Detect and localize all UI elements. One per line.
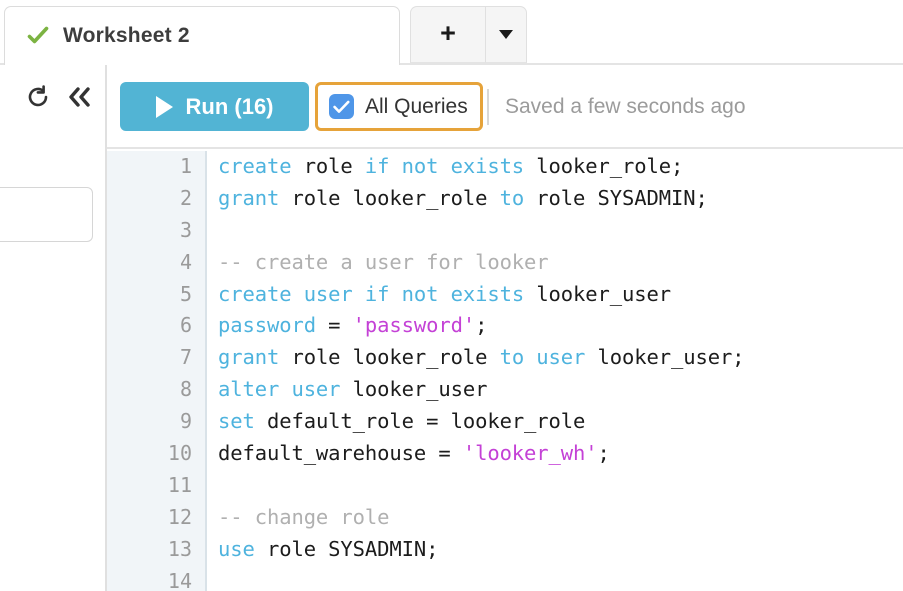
code-token: if not exists	[364, 281, 525, 306]
code-token: if not exists	[364, 154, 525, 178]
line-number: 3	[179, 217, 192, 242]
code-token: default_role = looker_role	[254, 409, 586, 434]
code-token: alter user	[218, 377, 341, 402]
toolbar-divider	[487, 89, 489, 125]
code-token: 'password'	[352, 313, 476, 338]
rail-divider	[105, 62, 107, 591]
code-token: create user	[218, 281, 353, 306]
refresh-icon[interactable]	[26, 85, 50, 109]
code-line[interactable]: use role SYSADMIN;	[209, 534, 903, 566]
code-token: 'looker_wh'	[462, 441, 598, 466]
line-number: 11	[167, 472, 192, 497]
code-token: use	[218, 536, 255, 561]
left-rail-actions	[0, 79, 105, 115]
code-token: looker_user;	[585, 345, 745, 370]
all-queries-label: All Queries	[365, 94, 468, 118]
code-token: grant	[218, 185, 280, 210]
code-token: password	[218, 313, 316, 338]
tab-title: Worksheet 2	[63, 24, 190, 47]
saved-status-text: Saved a few seconds ago	[505, 95, 746, 118]
tab-worksheet-2[interactable]: Worksheet 2	[4, 6, 400, 65]
check-icon	[27, 25, 49, 47]
code-line[interactable]: default_warehouse = 'looker_wh';	[209, 438, 903, 470]
line-number: 5	[179, 281, 192, 306]
code-line[interactable]: -- create a user for looker	[209, 247, 903, 279]
run-button[interactable]: Run (16)	[120, 82, 309, 131]
code-line[interactable]: create role if not exists looker_role;	[209, 151, 903, 183]
code-line[interactable]: alter user looker_user	[209, 374, 903, 406]
tab-strip-baseline	[0, 63, 903, 65]
tab-strip: Worksheet 2 +	[0, 0, 903, 65]
code-token: role looker_role	[279, 345, 500, 370]
line-number: 10	[167, 441, 192, 466]
line-number: 7	[179, 345, 192, 370]
play-icon	[155, 96, 173, 118]
caret-down-icon	[499, 30, 513, 39]
code-token: set	[218, 409, 255, 434]
code-token: role SYSADMIN;	[524, 185, 708, 210]
code-token: looker_user	[524, 281, 671, 306]
plus-icon: +	[440, 18, 456, 48]
code-token: -- create a user for looker	[218, 249, 549, 274]
code-token: to	[499, 185, 525, 210]
checkbox-checked-icon	[329, 94, 354, 119]
code-line[interactable]: password = 'password';	[209, 310, 903, 342]
line-number: 4	[179, 249, 192, 274]
new-tab-button[interactable]: +	[410, 6, 485, 63]
code-token: =	[315, 313, 353, 338]
double-chevron-left-icon[interactable]	[67, 86, 93, 108]
code-token: looker_role;	[524, 154, 684, 178]
code-token: role	[291, 154, 365, 178]
editor-toolbar: Run (16) All Queries Saved a few seconds…	[107, 65, 903, 149]
line-number: 9	[179, 409, 192, 434]
tab-menu-button[interactable]	[485, 6, 527, 63]
line-number: 8	[179, 377, 192, 402]
code-line[interactable]: create user if not exists looker_user	[209, 279, 903, 311]
code-line[interactable]	[209, 470, 903, 502]
run-button-label: Run (16)	[185, 93, 274, 119]
code-token: grant	[218, 345, 280, 370]
line-number: 6	[179, 313, 192, 338]
code-token: ;	[475, 313, 488, 338]
code-token: to user	[499, 345, 586, 370]
code-token: ;	[597, 441, 610, 466]
code-line[interactable]	[209, 215, 903, 247]
code-line[interactable]: -- change role	[209, 502, 903, 534]
code-line[interactable]: set default_role = looker_role	[209, 406, 903, 438]
code-line[interactable]: grant role looker_role to user looker_us…	[209, 342, 903, 374]
code-token: looker_user	[340, 377, 488, 402]
left-rail	[0, 65, 105, 591]
line-number: 1	[179, 154, 192, 178]
line-number: 14	[167, 568, 192, 591]
code-token: create	[218, 154, 292, 178]
code-token: role looker_role	[279, 185, 500, 210]
line-number: 12	[167, 504, 192, 529]
code-line[interactable]	[209, 566, 903, 591]
line-number: 13	[167, 536, 192, 561]
search-input[interactable]	[0, 187, 93, 242]
all-queries-checkbox[interactable]: All Queries	[315, 82, 483, 131]
code-line[interactable]: grant role looker_role to role SYSADMIN;	[209, 183, 903, 215]
code-token: default_warehouse =	[218, 441, 463, 466]
code-content[interactable]: create role if not exists looker_role;gr…	[209, 151, 903, 591]
code-token	[353, 282, 365, 306]
code-token: -- change role	[218, 504, 390, 529]
code-token: role SYSADMIN;	[254, 536, 439, 561]
line-number: 2	[179, 185, 192, 210]
